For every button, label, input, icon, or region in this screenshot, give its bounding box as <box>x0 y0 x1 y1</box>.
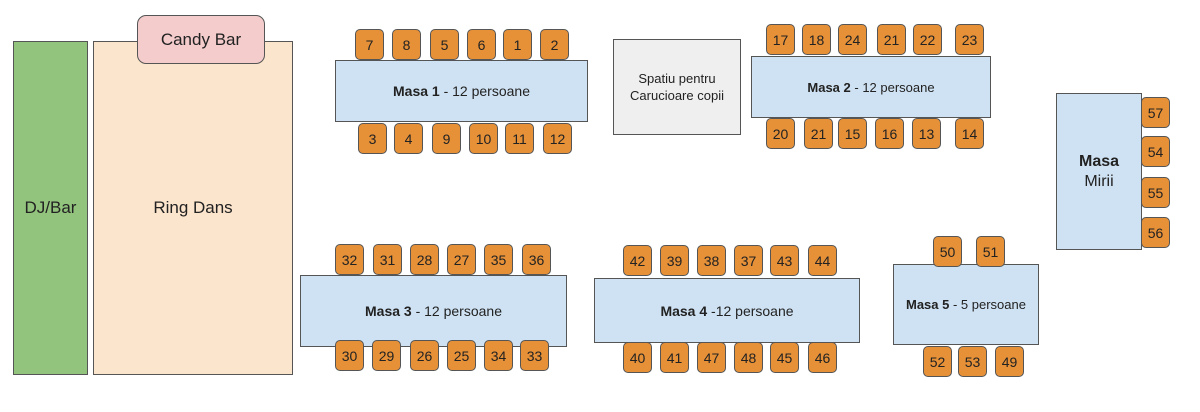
dj-bar-label: DJ/Bar <box>24 198 77 217</box>
table-name: Masa 5 <box>906 297 950 312</box>
seat-37: 37 <box>734 245 763 276</box>
dj-bar-zone: DJ/Bar <box>13 41 88 375</box>
seat-48: 48 <box>734 342 763 373</box>
seat-9: 9 <box>432 123 461 154</box>
seat-17: 17 <box>766 24 795 55</box>
seat-30: 30 <box>335 340 364 371</box>
table-masa-2: Masa 2 - 12 persoane <box>751 56 991 118</box>
ring-dans-zone: Ring Dans <box>93 41 293 375</box>
seat-40: 40 <box>623 342 652 373</box>
seat-29: 29 <box>372 340 401 371</box>
seat-20: 20 <box>766 118 795 149</box>
seat-1: 1 <box>503 29 532 60</box>
seat-12: 12 <box>543 123 572 154</box>
table-name: Masa <box>1078 152 1120 170</box>
seat-52: 52 <box>923 346 952 377</box>
stroller-space-label-line2: Carucioare copii <box>630 88 724 103</box>
seat-34: 34 <box>484 340 513 371</box>
table-name: Masa 4 <box>660 302 708 319</box>
table-masa-3: Masa 3 - 12 persoane <box>300 275 567 347</box>
table-detail: - 5 persoane <box>949 297 1026 312</box>
table-detail: - 12 persoane <box>850 79 935 95</box>
seat-38: 38 <box>697 245 726 276</box>
table-name: Masa 3 <box>365 303 412 319</box>
seat-7: 7 <box>355 29 384 60</box>
seat-43: 43 <box>770 245 799 276</box>
table-detail: - 12 persoane <box>439 83 530 99</box>
table-name: Masa 2 <box>807 79 851 95</box>
seat-44: 44 <box>808 245 837 276</box>
table-masa-4: Masa 4 -12 persoane <box>594 278 860 343</box>
seat-35: 35 <box>484 244 513 275</box>
table-name: Masa 1 <box>393 83 440 99</box>
table-masa-mirii: Masa Mirii <box>1056 93 1142 250</box>
seat-33: 33 <box>520 340 549 371</box>
candy-bar-zone: Candy Bar <box>137 15 265 64</box>
seat-8: 8 <box>392 29 421 60</box>
seat-11: 11 <box>505 123 534 154</box>
seat-56: 56 <box>1141 217 1170 248</box>
seat-23: 23 <box>955 24 984 55</box>
seat-21: 21 <box>804 118 833 149</box>
seat-45: 45 <box>770 342 799 373</box>
seat-6: 6 <box>467 29 496 60</box>
table-masa-1: Masa 1 - 12 persoane <box>335 60 588 122</box>
seat-2: 2 <box>540 29 569 60</box>
seat-47: 47 <box>697 342 726 373</box>
table-detail: - 12 persoane <box>411 303 502 319</box>
seat-41: 41 <box>660 342 689 373</box>
seat-46: 46 <box>808 342 837 373</box>
seat-13: 13 <box>912 118 941 149</box>
seat-3: 3 <box>358 123 387 154</box>
stroller-space-label-line1: Spatiu pentru <box>638 71 716 86</box>
seat-28: 28 <box>410 244 439 275</box>
seat-31: 31 <box>373 244 402 275</box>
seat-5: 5 <box>430 29 459 60</box>
table-detail: Mirii <box>1084 172 1114 190</box>
table-masa-5: Masa 5 - 5 persoane <box>893 264 1039 345</box>
seat-4: 4 <box>394 123 423 154</box>
seat-36: 36 <box>522 244 551 275</box>
seat-57: 57 <box>1141 97 1170 128</box>
seat-50: 50 <box>933 236 962 267</box>
seat-24: 24 <box>838 24 867 55</box>
seat-32: 32 <box>335 244 364 275</box>
table-detail: -12 persoane <box>707 302 794 319</box>
candy-bar-label: Candy Bar <box>160 29 242 49</box>
seat-15: 15 <box>838 118 867 149</box>
seat-25: 25 <box>447 340 476 371</box>
seat-16: 16 <box>875 118 904 149</box>
stroller-space-zone: Spatiu pentru Carucioare copii <box>613 39 741 135</box>
seat-10: 10 <box>469 123 498 154</box>
seat-51: 51 <box>976 236 1005 267</box>
seat-54: 54 <box>1141 136 1170 167</box>
seat-14: 14 <box>955 118 984 149</box>
ring-dans-label: Ring Dans <box>153 198 233 217</box>
seat-21: 21 <box>877 24 906 55</box>
seat-22: 22 <box>913 24 942 55</box>
seat-27: 27 <box>447 244 476 275</box>
seat-49: 49 <box>995 346 1024 377</box>
seat-55: 55 <box>1141 177 1170 208</box>
seat-18: 18 <box>802 24 831 55</box>
seat-39: 39 <box>660 245 689 276</box>
seat-26: 26 <box>410 340 439 371</box>
seat-42: 42 <box>623 245 652 276</box>
seat-53: 53 <box>958 346 987 377</box>
